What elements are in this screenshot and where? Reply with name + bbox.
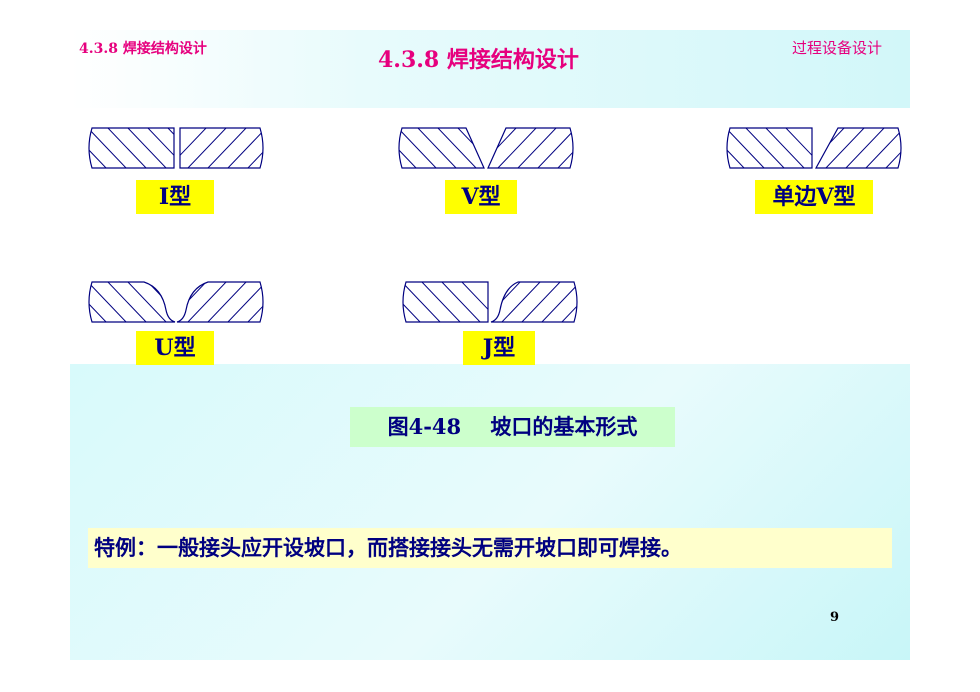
figure-caption: 图4-48 坡口的基本形式 <box>350 407 675 447</box>
v-joint-diagram <box>398 127 574 169</box>
j-joint-diagram <box>402 281 578 323</box>
single-v-joint-label: 单边V型 <box>755 180 873 214</box>
page-number: 9 <box>830 610 840 625</box>
special-case-note: 特例：一般接头应开设坡口，而搭接接头无需开坡口即可焊接。 <box>88 528 892 568</box>
single-v-joint-diagram <box>726 127 902 169</box>
header-background <box>70 30 910 108</box>
u-joint-diagram <box>88 281 264 323</box>
section-label: 4.3.8 焊接结构设计 <box>79 41 207 57</box>
right-plate-hatch <box>180 128 263 168</box>
v-joint-label: V型 <box>445 180 517 214</box>
page-title: 4.3.8 焊接结构设计 <box>378 47 579 73</box>
i-joint-diagram <box>88 127 264 169</box>
j-joint-label: J型 <box>463 331 535 365</box>
i-joint-label: I型 <box>136 180 214 214</box>
u-joint-label: U型 <box>136 331 214 365</box>
left-plate-hatch <box>89 128 174 168</box>
course-name: 过程设备设计 <box>792 39 883 57</box>
